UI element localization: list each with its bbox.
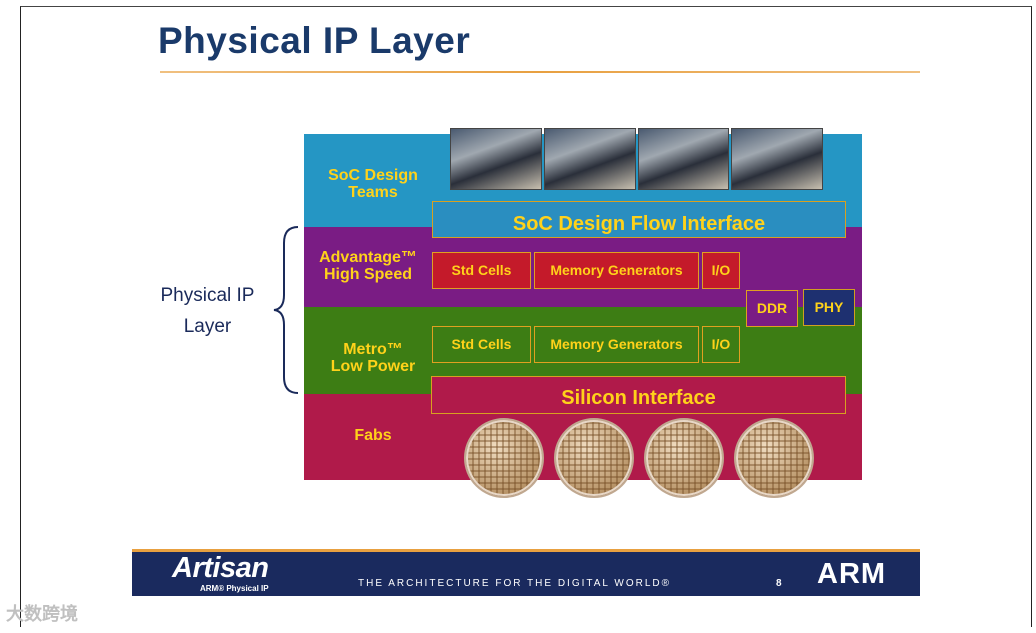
advantage-label-line2: High Speed: [323, 266, 412, 283]
metro-low-power-label: Metro™ Low Power: [310, 341, 436, 375]
physical-ip-layer-label: Physical IP Layer: [150, 280, 265, 342]
slide-footer: [132, 552, 920, 596]
soc-design-teams-label: SoC Design Teams: [310, 167, 436, 201]
window-frame: [20, 6, 1032, 627]
advantage-label-line1: Advantage™: [319, 249, 417, 266]
phy-box: PHY: [803, 289, 855, 326]
fabs-label: Fabs: [354, 427, 392, 444]
advantage-high-speed-label: Advantage™ High Speed: [306, 249, 430, 283]
artisan-logo: Artisan: [172, 552, 269, 584]
artisan-logo-subtitle: ARM® Physical IP: [200, 584, 269, 593]
advantage-memory-generators-box: Memory Generators: [534, 252, 699, 289]
team-photo: [543, 128, 636, 190]
ddr-box: DDR: [746, 290, 798, 327]
soc-label-line1: SoC Design: [328, 167, 418, 184]
footer-tagline: THE ARCHITECTURE FOR THE DIGITAL WORLD®: [358, 578, 671, 589]
design-team-photos: [450, 128, 823, 190]
soc-label-line2: Teams: [348, 184, 398, 201]
silicon-wafer-icon: [464, 418, 544, 498]
advantage-std-cells-box: Std Cells: [432, 252, 531, 289]
silicon-wafer-icon: [644, 418, 724, 498]
metro-label-line1: Metro™: [343, 341, 403, 358]
watermark: 大数跨境: [6, 604, 78, 624]
metro-memory-generators-box: Memory Generators: [534, 326, 699, 363]
silicon-interface: Silicon Interface: [431, 376, 846, 414]
silicon-wafer-icon: [734, 418, 814, 498]
advantage-io-box: I/O: [702, 252, 740, 289]
arm-logo: ARM: [817, 558, 887, 590]
silicon-wafer-icon: [554, 418, 634, 498]
soc-design-flow-interface: SoC Design Flow Interface: [432, 201, 846, 238]
page-title: Physical IP Layer: [158, 20, 471, 61]
team-photo: [731, 128, 823, 190]
team-photo: [450, 128, 542, 190]
footer-divider: [132, 549, 920, 552]
title-divider: [160, 71, 920, 73]
side-label-line2: Layer: [183, 316, 232, 337]
metro-std-cells-box: Std Cells: [432, 326, 531, 363]
curly-brace-icon: [273, 226, 299, 394]
metro-label-line2: Low Power: [330, 358, 416, 375]
side-label-line1: Physical IP: [160, 285, 255, 306]
team-photo: [637, 128, 730, 190]
page-number: 8: [776, 578, 782, 589]
metro-io-box: I/O: [702, 326, 740, 363]
